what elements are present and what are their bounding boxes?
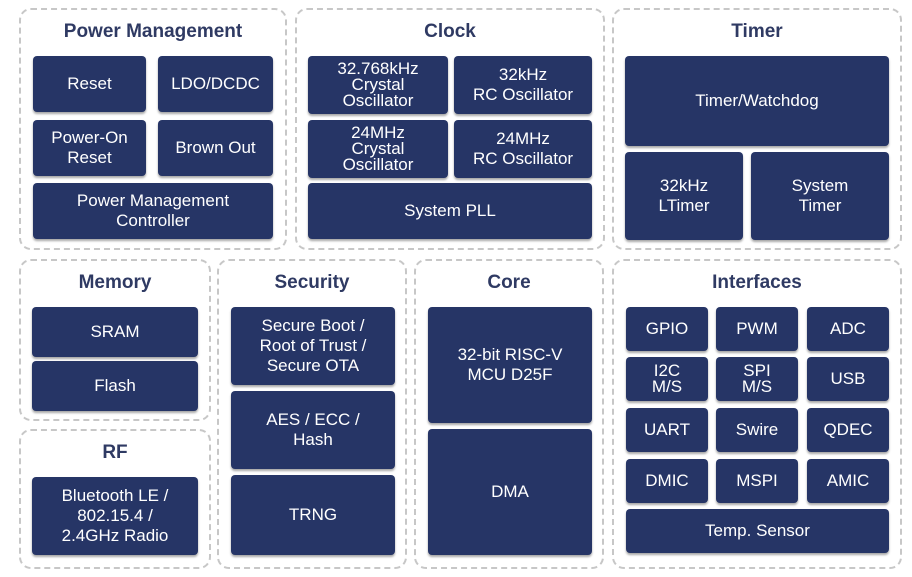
- memory-group: Memory SRAM Flash: [19, 259, 211, 421]
- qdec-block: QDEC: [807, 408, 889, 452]
- dma-block: DMA: [428, 429, 592, 555]
- interfaces-group: Interfaces GPIO PWM ADC I2C M/S SPI M/S …: [612, 259, 902, 569]
- pwm-block: PWM: [716, 307, 798, 351]
- adc-block: ADC: [807, 307, 889, 351]
- power-on-reset-block: Power-On Reset: [33, 120, 146, 176]
- amic-block: AMIC: [807, 459, 889, 503]
- mspi-block: MSPI: [716, 459, 798, 503]
- brown-out-block: Brown Out: [158, 120, 273, 176]
- security-group: Security Secure Boot / Root of Trust / S…: [217, 259, 407, 569]
- sram-block: SRAM: [32, 307, 198, 357]
- core-group: Core 32-bit RISC-V MCU D25F DMA: [414, 259, 604, 569]
- memory-title: Memory: [78, 272, 152, 293]
- security-title: Security: [274, 272, 350, 293]
- timer-group: Timer Timer/Watchdog 32kHz LTimer System…: [612, 8, 902, 250]
- trng-block: TRNG: [231, 475, 395, 555]
- core-title: Core: [487, 272, 531, 293]
- usb-block: USB: [807, 357, 889, 401]
- interfaces-title: Interfaces: [712, 272, 802, 293]
- aes-ecc-hash-block: AES / ECC / Hash: [231, 391, 395, 469]
- ltimer-32k-block: 32kHz LTimer: [625, 152, 743, 240]
- rf-title: RF: [102, 442, 128, 463]
- mcu-block: 32-bit RISC-V MCU D25F: [428, 307, 592, 423]
- clock-title: Clock: [424, 21, 476, 42]
- power-management-controller-block: Power Management Controller: [33, 183, 273, 239]
- reset-block: Reset: [33, 56, 146, 112]
- radio-block: Bluetooth LE / 802.15.4 / 2.4GHz Radio: [32, 477, 198, 555]
- swire-block: Swire: [716, 408, 798, 452]
- crystal-24m-block: 24MHz Crystal Oscillator: [308, 120, 448, 178]
- clock-group: Clock 32.768kHz Crystal Oscillator 32kHz…: [295, 8, 605, 250]
- temp-sensor-block: Temp. Sensor: [626, 509, 889, 553]
- power-management-group: Power Management Reset LDO/DCDC Power-On…: [19, 8, 287, 250]
- timer-watchdog-block: Timer/Watchdog: [625, 56, 889, 146]
- rc-24m-block: 24MHz RC Oscillator: [454, 120, 592, 178]
- rf-group: RF Bluetooth LE / 802.15.4 / 2.4GHz Radi…: [19, 429, 211, 569]
- timer-title: Timer: [731, 21, 783, 42]
- dmic-block: DMIC: [626, 459, 708, 503]
- i2c-block: I2C M/S: [626, 357, 708, 401]
- gpio-block: GPIO: [626, 307, 708, 351]
- secure-boot-block: Secure Boot / Root of Trust / Secure OTA: [231, 307, 395, 385]
- flash-block: Flash: [32, 361, 198, 411]
- uart-block: UART: [626, 408, 708, 452]
- power-management-title: Power Management: [63, 21, 243, 42]
- rc-32k-block: 32kHz RC Oscillator: [454, 56, 592, 114]
- system-pll-block: System PLL: [308, 183, 592, 239]
- crystal-32k-block: 32.768kHz Crystal Oscillator: [308, 56, 448, 114]
- ldo-dcdc-block: LDO/DCDC: [158, 56, 273, 112]
- spi-block: SPI M/S: [716, 357, 798, 401]
- system-timer-block: System Timer: [751, 152, 889, 240]
